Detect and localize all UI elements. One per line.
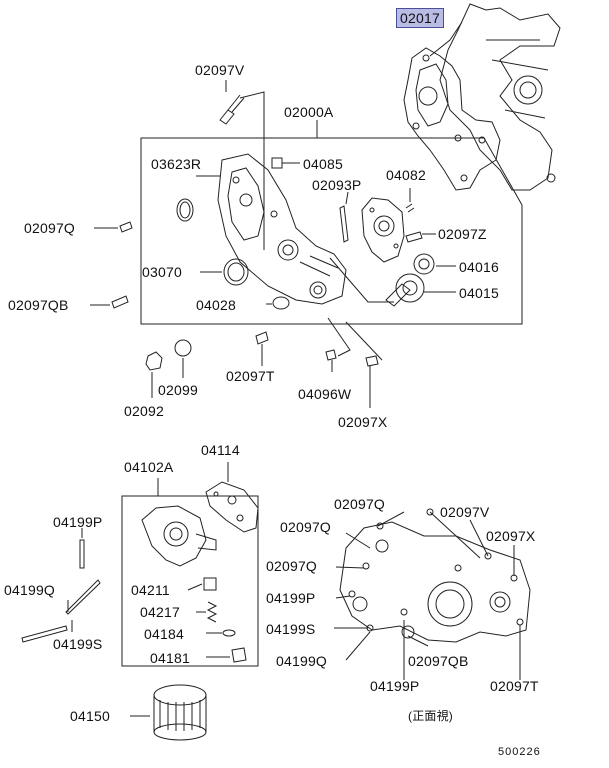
label-04082[interactable]: 04082 bbox=[386, 167, 426, 183]
label-04199P-right[interactable]: 04199P bbox=[266, 590, 316, 606]
label-04199S-right[interactable]: 04199S bbox=[266, 621, 316, 637]
part-04181 bbox=[231, 647, 247, 663]
filter-bracket bbox=[141, 505, 217, 567]
engine-block-outline bbox=[439, 3, 561, 191]
label-04028[interactable]: 04028 bbox=[196, 297, 236, 313]
figure-number: 500226 bbox=[498, 746, 541, 758]
label-02097V-top[interactable]: 02097V bbox=[195, 62, 245, 78]
label-02097Q-left[interactable]: 02097Q bbox=[24, 220, 76, 236]
view-note: (正面視) bbox=[408, 709, 453, 723]
label-04015[interactable]: 04015 bbox=[459, 285, 499, 301]
label-04199S-left[interactable]: 04199S bbox=[53, 636, 103, 652]
label-04199Q-left[interactable]: 04199Q bbox=[4, 582, 56, 598]
label-04085[interactable]: 04085 bbox=[303, 156, 343, 172]
label-03623R[interactable]: 03623R bbox=[151, 156, 202, 172]
gear-04016 bbox=[413, 253, 435, 275]
label-02097Z[interactable]: 02097Z bbox=[438, 226, 487, 242]
gasket-04114 bbox=[205, 481, 259, 533]
label-02097Q-right-3[interactable]: 02097Q bbox=[266, 558, 318, 574]
pin-02093P bbox=[339, 205, 349, 243]
label-04199P-right-2[interactable]: 04199P bbox=[370, 678, 420, 694]
label-04211[interactable]: 04211 bbox=[131, 582, 170, 598]
label-04181[interactable]: 04181 bbox=[150, 650, 190, 666]
plug-04085 bbox=[271, 157, 300, 169]
spring-04217 bbox=[206, 601, 218, 623]
label-02097QB-left[interactable]: 02097QB bbox=[8, 297, 69, 313]
label-02097T-mid[interactable]: 02097T bbox=[226, 368, 275, 384]
label-02097T-right[interactable]: 02097T bbox=[490, 678, 539, 694]
seal-03070 bbox=[223, 258, 249, 286]
label-02097X-right[interactable]: 02097X bbox=[486, 528, 536, 544]
bolt-02097V bbox=[219, 80, 245, 125]
front-case bbox=[217, 153, 347, 305]
label-04184[interactable]: 04184 bbox=[144, 626, 184, 642]
label-02097Q-right-2[interactable]: 02097Q bbox=[280, 519, 332, 535]
seal-03623R bbox=[176, 198, 194, 222]
oil-filter-04150 bbox=[153, 684, 207, 741]
assembly-box-02000A bbox=[140, 137, 523, 325]
label-02097Q-right-1[interactable]: 02097Q bbox=[334, 496, 386, 512]
label-03070[interactable]: 03070 bbox=[142, 264, 182, 280]
part-04184 bbox=[222, 629, 236, 637]
assembly-box-04102A bbox=[121, 495, 259, 667]
gasket-02017 bbox=[403, 47, 501, 191]
label-04096W[interactable]: 04096W bbox=[298, 386, 352, 402]
label-02097QB-right[interactable]: 02097QB bbox=[408, 653, 469, 669]
label-02000A[interactable]: 02000A bbox=[284, 104, 334, 120]
label-02099[interactable]: 02099 bbox=[158, 382, 198, 398]
label-02092[interactable]: 02092 bbox=[124, 403, 164, 419]
gear-04015 bbox=[385, 273, 425, 307]
oring-04028 bbox=[272, 296, 290, 310]
label-04217[interactable]: 04217 bbox=[140, 604, 180, 620]
oring-02099 bbox=[174, 339, 192, 357]
label-02017-highlight[interactable]: 02017 bbox=[396, 8, 444, 28]
label-04102A[interactable]: 04102A bbox=[124, 459, 174, 475]
front-case-view bbox=[339, 508, 531, 643]
gasket-02092 bbox=[145, 351, 163, 371]
label-04199Q-right[interactable]: 04199Q bbox=[276, 653, 328, 669]
label-02093P[interactable]: 02093P bbox=[312, 177, 362, 193]
label-04114[interactable]: 04114 bbox=[201, 442, 240, 458]
label-04199P-left[interactable]: 04199P bbox=[53, 514, 103, 530]
label-02097X-mid[interactable]: 02097X bbox=[338, 414, 388, 430]
pump-cover bbox=[361, 197, 405, 263]
label-04150[interactable]: 04150 bbox=[70, 708, 110, 724]
label-02097V-right[interactable]: 02097V bbox=[440, 504, 490, 520]
part-04211 bbox=[203, 577, 217, 591]
label-04016[interactable]: 04016 bbox=[459, 259, 499, 275]
